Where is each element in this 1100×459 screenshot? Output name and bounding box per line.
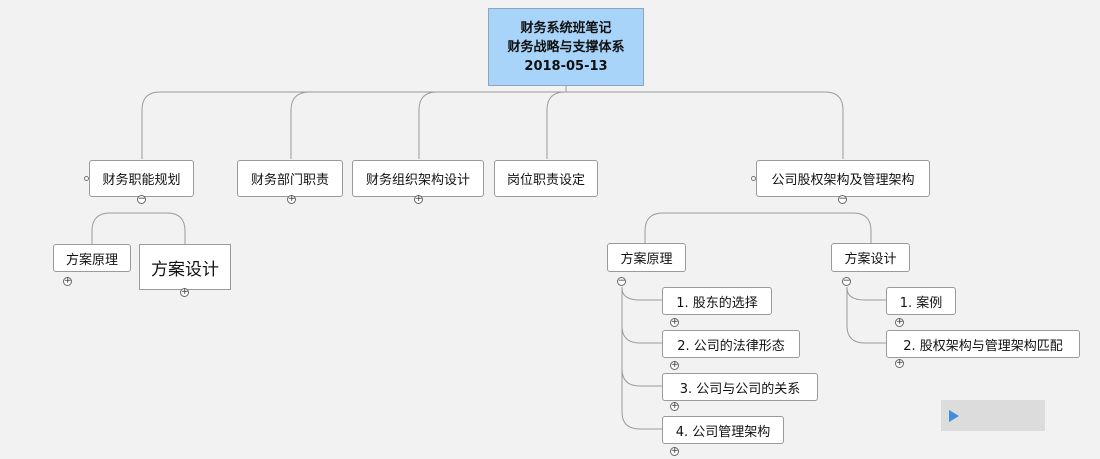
item-equity-management-matching[interactable]: 2. 股权架构与管理架构匹配 — [886, 330, 1080, 358]
topic-label: 2. 公司的法律形态 — [677, 338, 785, 354]
topic-label: 岗位职责设定 — [506, 173, 585, 188]
collapse-toggle[interactable]: − — [838, 194, 847, 204]
expand-toggle[interactable]: + — [287, 194, 296, 204]
expand-toggle[interactable]: + — [895, 317, 904, 327]
presentation-player[interactable] — [941, 400, 1045, 431]
expand-toggle[interactable]: + — [670, 446, 679, 456]
connector-b5-c2 — [843, 212, 872, 243]
expand-toggle[interactable]: + — [414, 194, 423, 204]
item-case[interactable]: 1. 案例 — [886, 287, 956, 315]
subtopic-scheme-design[interactable]: 方案设计 — [139, 244, 231, 290]
topic-label: 1. 案例 — [899, 295, 943, 311]
topic-finance-dept-duties[interactable]: 财务部门职责 — [237, 160, 343, 197]
connector-p-i4 — [621, 287, 662, 430]
root-title: 财务系统班笔记 — [520, 20, 612, 36]
expand-toggle[interactable]: + — [895, 358, 904, 368]
expand-toggle[interactable]: + — [670, 317, 679, 327]
topic-label: 2. 股权架构与管理架构匹配 — [903, 338, 1063, 354]
connector-b1-c1 — [91, 212, 142, 244]
topic-label: 方案原理 — [620, 252, 673, 267]
topic-finance-org-design[interactable]: 财务组织架构设计 — [352, 160, 484, 197]
connector-root-b1 — [141, 86, 567, 159]
connector-d-i2 — [846, 287, 886, 344]
expand-toggle[interactable]: + — [670, 401, 679, 411]
connector-root-b3 — [418, 91, 566, 159]
connection-point — [751, 176, 756, 181]
topic-label: 方案设计 — [151, 259, 219, 280]
subtopic-scheme-principle[interactable]: 方案原理 — [53, 244, 131, 272]
connector-p-i1 — [621, 287, 662, 301]
connection-point — [84, 176, 89, 181]
expand-toggle[interactable]: + — [63, 276, 72, 286]
connector-p-i3 — [621, 287, 662, 387]
topic-label: 方案原理 — [65, 252, 118, 268]
connector-root-b2 — [290, 91, 566, 159]
connector-p-i2 — [621, 287, 662, 344]
topic-label: 财务部门职责 — [250, 173, 329, 188]
connector-root-b4 — [546, 91, 566, 159]
topic-label: 财务职能规划 — [102, 173, 181, 188]
connector-d-i1 — [846, 287, 886, 301]
subtopic-scheme-principle[interactable]: 方案原理 — [607, 243, 686, 272]
collapse-toggle[interactable]: − — [137, 194, 146, 204]
topic-label: 3. 公司与公司的关系 — [679, 381, 801, 397]
root-date: 2018-05-13 — [524, 58, 608, 74]
item-company-relationships[interactable]: 3. 公司与公司的关系 — [662, 373, 818, 401]
item-shareholder-selection[interactable]: 1. 股东的选择 — [662, 287, 772, 315]
expand-toggle[interactable]: + — [670, 360, 679, 370]
subtopic-scheme-design[interactable]: 方案设计 — [831, 243, 910, 272]
collapse-toggle[interactable]: − — [617, 276, 626, 286]
topic-finance-function-planning[interactable]: 财务职能规划 — [89, 160, 194, 197]
connector-b1-c2 — [142, 212, 186, 244]
item-company-management-structure[interactable]: 4. 公司管理架构 — [662, 416, 784, 444]
connector-b5-c1 — [644, 212, 843, 243]
topic-position-duties[interactable]: 岗位职责设定 — [494, 160, 598, 197]
topic-label: 财务组织架构设计 — [365, 173, 470, 188]
topic-label: 公司股权架构及管理架构 — [771, 173, 915, 188]
connector-root-b5 — [566, 91, 844, 159]
topic-label: 4. 公司管理架构 — [675, 424, 771, 440]
topic-label: 1. 股东的选择 — [676, 295, 758, 311]
root-topic[interactable]: 财务系统班笔记 财务战略与支撑体系 2018-05-13 — [488, 8, 644, 86]
topic-label: 方案设计 — [844, 252, 897, 267]
play-icon[interactable] — [949, 410, 959, 422]
root-subtitle: 财务战略与支撑体系 — [507, 39, 625, 55]
collapse-toggle[interactable]: − — [842, 276, 851, 286]
expand-toggle[interactable]: + — [180, 287, 189, 297]
item-company-legal-form[interactable]: 2. 公司的法律形态 — [662, 330, 800, 358]
topic-equity-and-management-structure[interactable]: 公司股权架构及管理架构 — [756, 160, 930, 197]
